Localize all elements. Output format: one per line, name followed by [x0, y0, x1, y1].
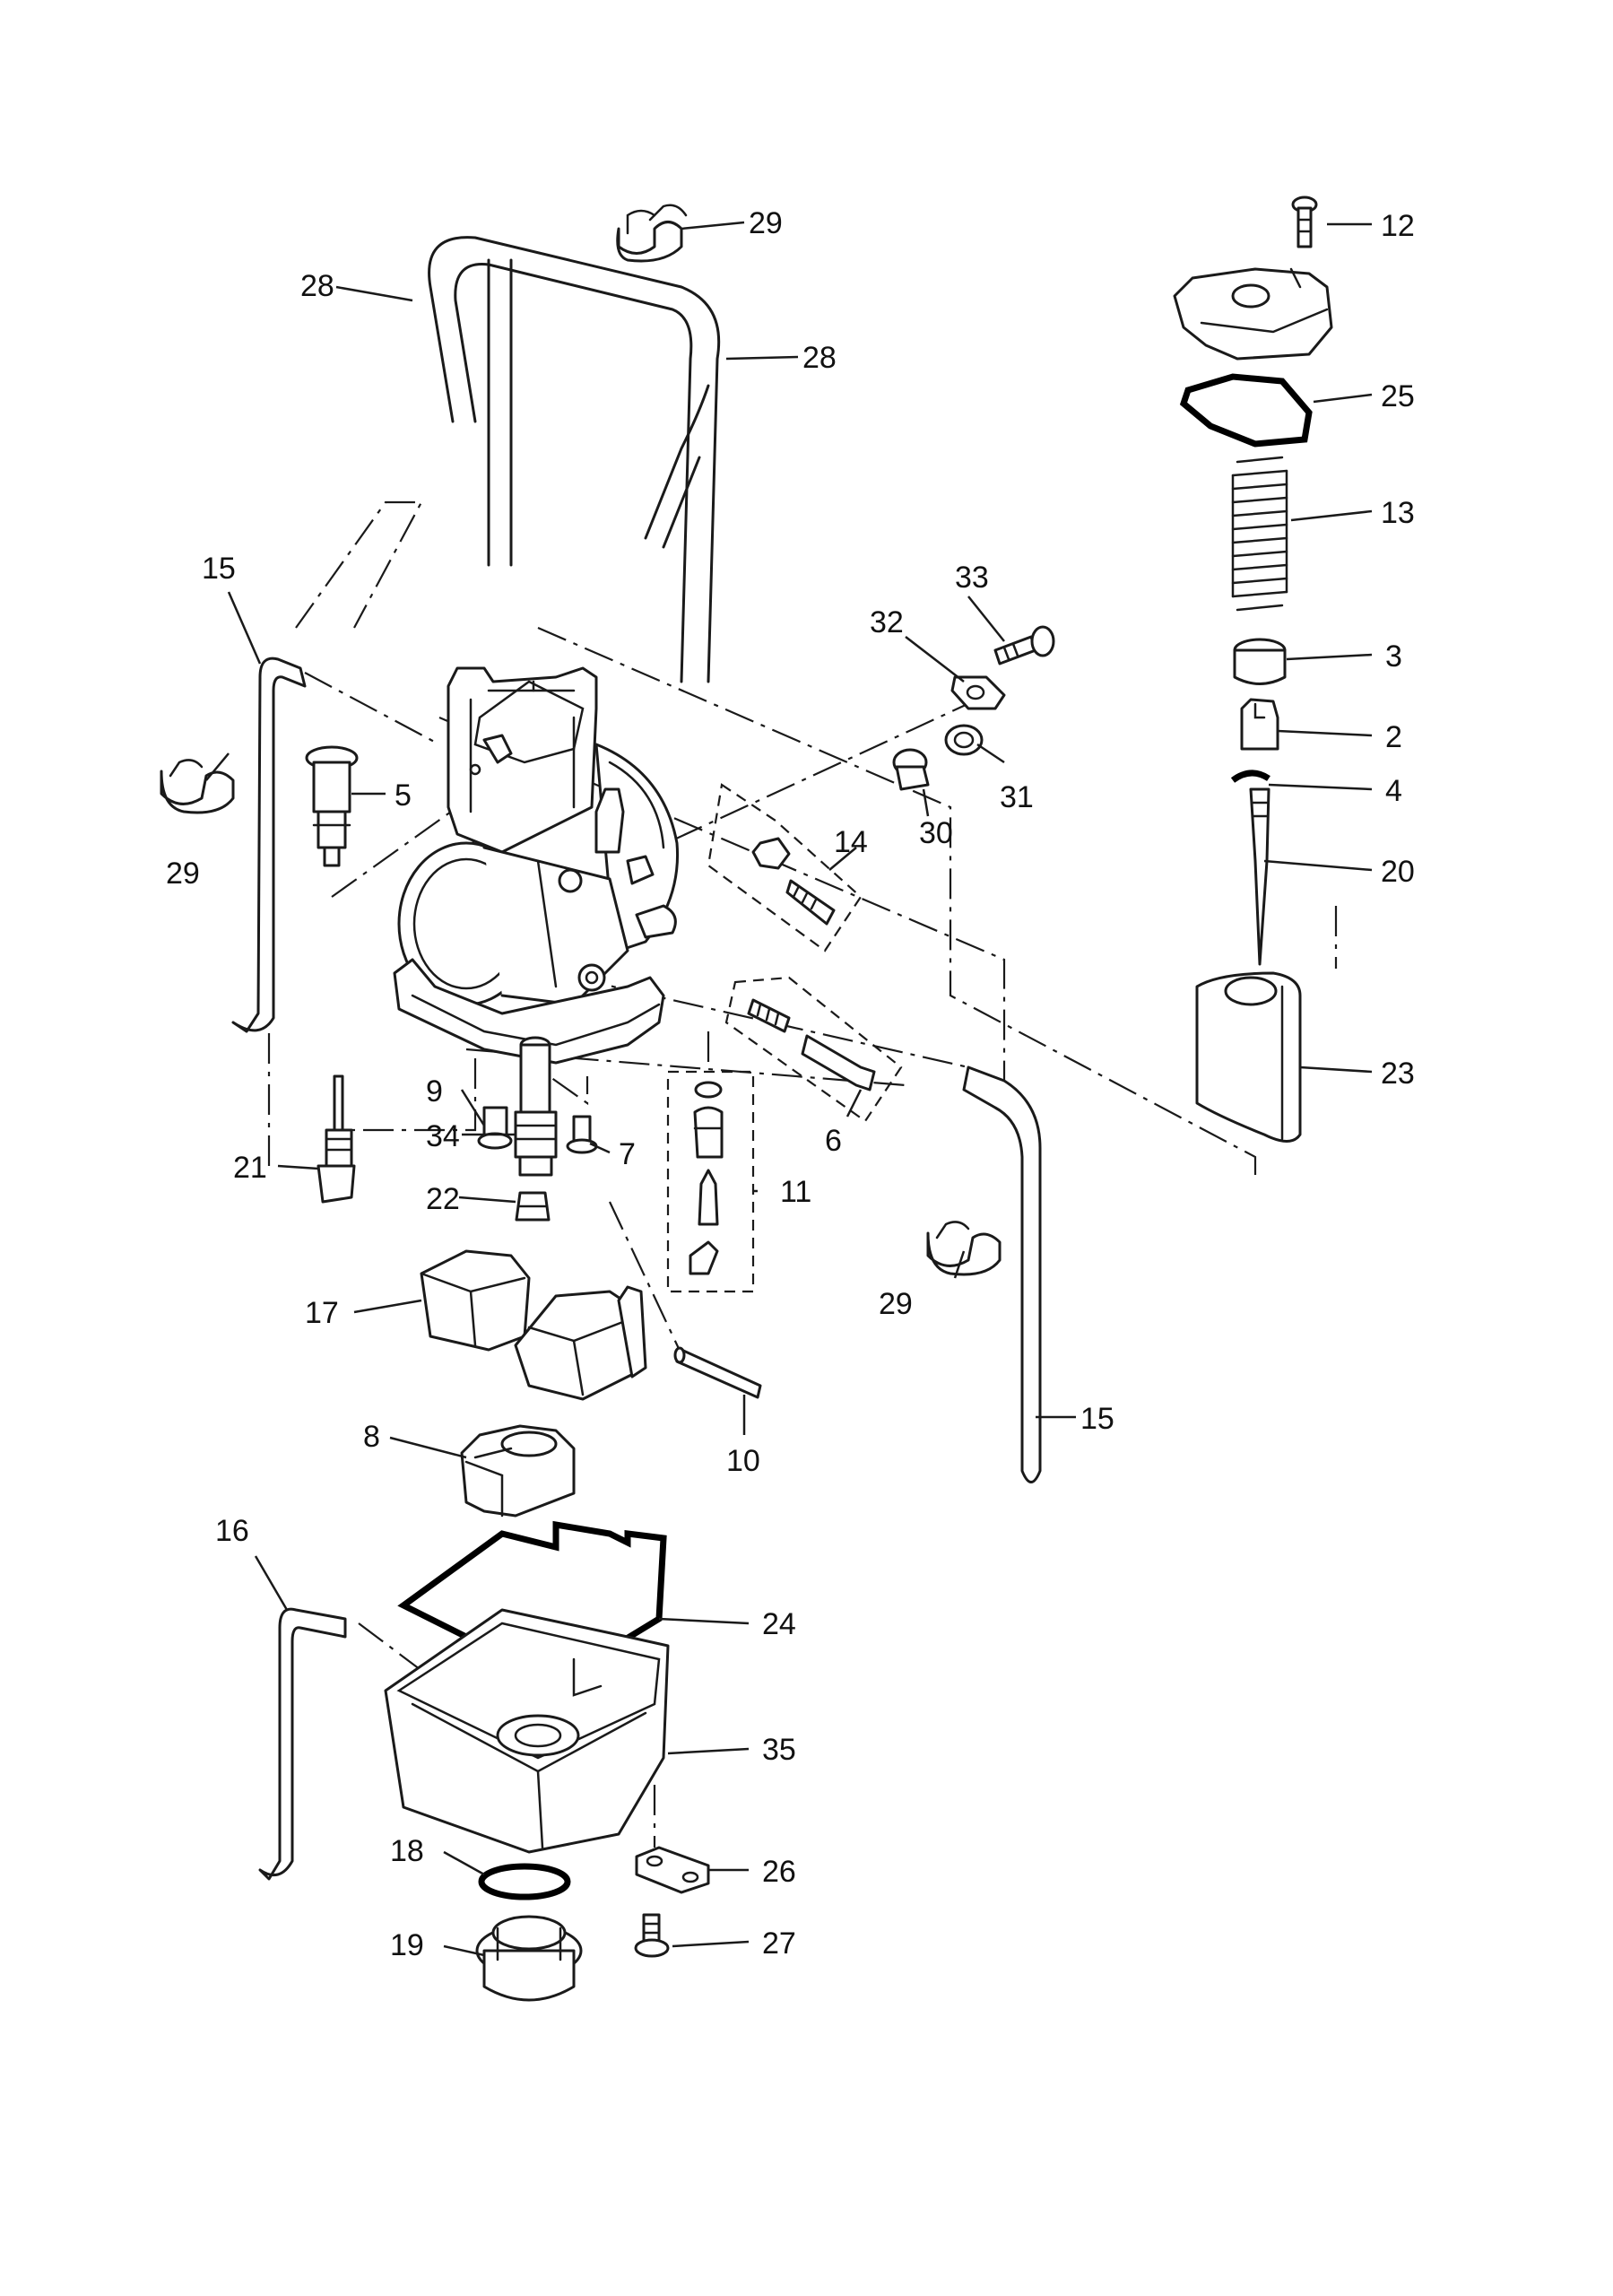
vent-tube-15-right: [962, 1065, 1042, 1483]
carburetor-body: [393, 666, 680, 1065]
starter-plunger-5: [305, 745, 359, 867]
main-jet-22: [515, 1191, 551, 1222]
callout-7: 7: [619, 1137, 636, 1171]
cover-plate: [1173, 267, 1333, 361]
seal-25: [1179, 373, 1313, 448]
callout-30: 30: [919, 816, 953, 850]
jet-needle-20: [1249, 787, 1270, 966]
callout-25: 25: [1381, 379, 1415, 413]
callout-9: 9: [426, 1074, 443, 1109]
callout-27: 27: [762, 1926, 796, 1961]
screw-27: [634, 1913, 670, 1958]
bolt-33: [993, 625, 1055, 665]
callout-28-right: 28: [802, 341, 837, 375]
callout-33: 33: [955, 561, 989, 595]
callout-12: 12: [1381, 209, 1415, 243]
float-bowl-35: [384, 1608, 670, 1854]
pilot-jet-21: [317, 1074, 356, 1204]
callout-34: 34: [426, 1119, 460, 1153]
callout-22: 22: [426, 1182, 460, 1216]
needle-valve-11: [666, 1070, 755, 1293]
callout-29-right: 29: [879, 1287, 913, 1321]
callout-23: 23: [1381, 1057, 1415, 1091]
callout-29-left: 29: [166, 857, 200, 891]
callout-28-left: 28: [300, 269, 334, 303]
o-ring-31: [944, 724, 984, 756]
callout-14: 14: [834, 825, 868, 859]
tube-clip-29-top: [616, 204, 688, 263]
vent-tube-15-left: [231, 657, 307, 1033]
leader-lines: [205, 221, 1373, 1957]
throttle-valve-23: [1195, 971, 1302, 1143]
callout-19: 19: [390, 1928, 424, 1962]
callout-18: 18: [390, 1834, 424, 1868]
callout-21: 21: [233, 1151, 267, 1185]
callout-15-right: 15: [1080, 1402, 1114, 1436]
needle-holder-2: [1240, 698, 1279, 751]
float-pin-10: [673, 1346, 762, 1399]
fitting-30: [892, 748, 930, 791]
spring-13: [1231, 456, 1288, 612]
callout-20: 20: [1381, 855, 1415, 889]
callout-labels: 12 25 13 3 2 4 20 23 29 28 28 15 29 5 14…: [166, 206, 1415, 1962]
screw-12: [1291, 196, 1318, 248]
callout-6: 6: [825, 1124, 842, 1158]
jet-holder-34: [514, 1036, 558, 1177]
callout-2: 2: [1385, 720, 1402, 754]
overflow-tube-28: [428, 236, 721, 683]
screw-7: [566, 1115, 598, 1154]
callout-11: 11: [780, 1175, 811, 1209]
callout-31: 31: [1000, 780, 1034, 814]
callout-24: 24: [762, 1607, 796, 1641]
callout-5: 5: [395, 778, 412, 813]
callout-32: 32: [870, 605, 904, 639]
callout-4: 4: [1385, 774, 1402, 808]
tube-clip-29-left: [160, 759, 235, 814]
screw-set-6: [724, 976, 903, 1123]
callout-35: 35: [762, 1733, 796, 1767]
callout-8: 8: [363, 1420, 380, 1454]
callout-26: 26: [762, 1855, 796, 1889]
drain-plug-19: [475, 1915, 583, 2002]
callout-17: 17: [305, 1296, 339, 1330]
washer-32: [950, 675, 1006, 710]
spring-seat-3: [1233, 638, 1287, 685]
o-ring-18: [478, 1863, 571, 1900]
vent-tube-16: [258, 1607, 347, 1881]
bracket-26: [635, 1846, 710, 1894]
callout-10: 10: [726, 1444, 760, 1478]
screw-set-14: [707, 783, 863, 952]
callout-16: 16: [215, 1514, 249, 1548]
screw-9: [477, 1106, 513, 1150]
clip-4: [1230, 770, 1270, 783]
callout-3: 3: [1385, 639, 1402, 674]
callout-15-left: 15: [202, 552, 236, 586]
float-17: [420, 1249, 647, 1401]
callout-29-top: 29: [749, 206, 783, 240]
callout-13: 13: [1381, 496, 1415, 530]
tube-clip-29-right: [926, 1221, 1002, 1276]
baffle-8: [460, 1424, 576, 1518]
